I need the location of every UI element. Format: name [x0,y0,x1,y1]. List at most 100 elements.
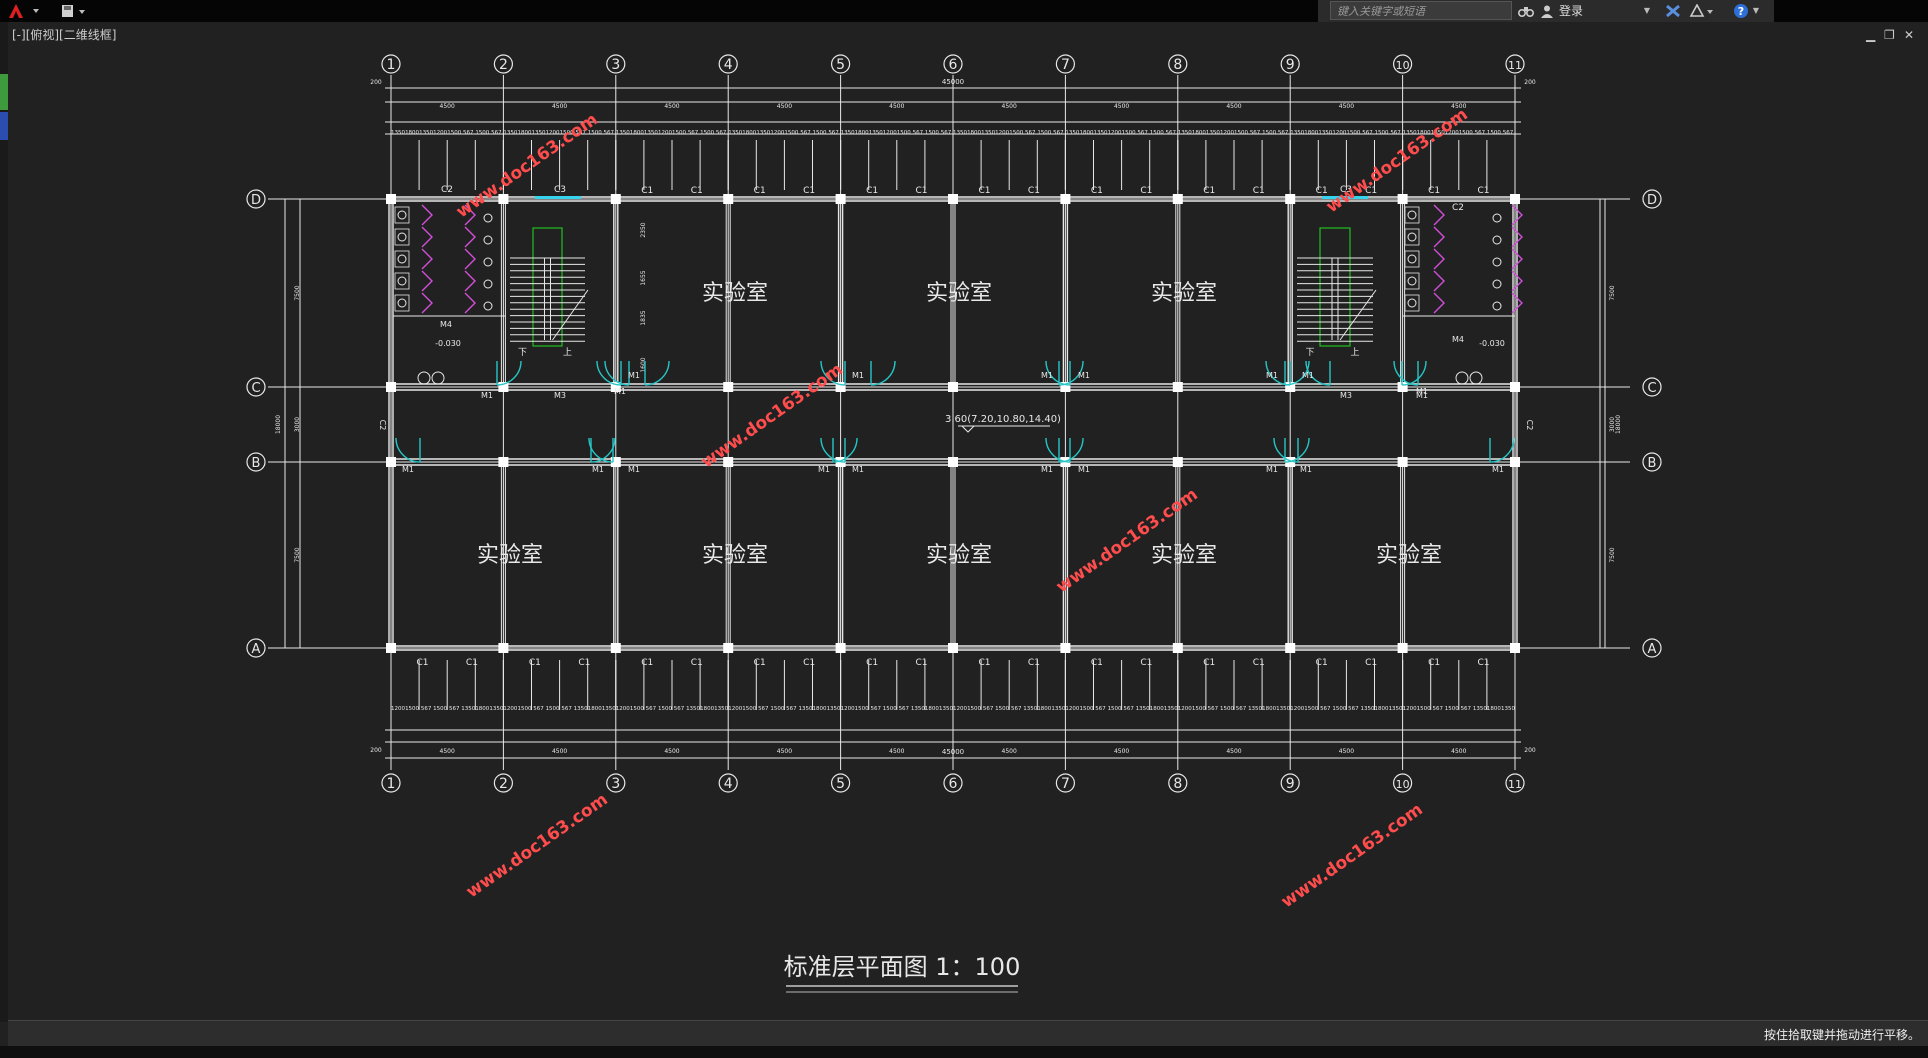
structural-column [1510,382,1520,392]
door-label: M3 [1340,391,1352,400]
toilet-fixture [1492,235,1502,245]
dimension-sub-top: 1800 [1417,130,1431,136]
app-menu-button[interactable] [4,2,46,19]
toilet-stall [394,294,410,312]
structural-column [1285,457,1296,467]
toilet-stall [394,250,410,268]
toilet-partition [1511,248,1523,270]
dimension-sub-top: 1500 [447,130,461,136]
dimension-bay-bottom: 4500 [1339,748,1354,755]
close-icon: ✕ [1904,28,1915,42]
toilet-stall [394,228,410,246]
minimize-button[interactable]: ▁ [1866,28,1875,42]
toilet-fixture [397,232,407,242]
door-label: M1 [1300,465,1312,474]
dimension-stair: 2350 [640,222,647,237]
axis-label: 2 [499,776,508,792]
structural-column [386,643,396,653]
viewport-controls-label[interactable]: [-][俯视][二维线框] [12,28,117,42]
dimension-sub-top: 567 [1166,130,1177,136]
dimension-sub-top: 567 [604,130,615,136]
toilet-fixture [1492,279,1502,289]
structural-column [1172,457,1183,467]
dimension-sub-bottom: 567 [1095,706,1106,712]
door-swing [496,360,522,386]
help-button[interactable]: ? ▼ [1728,2,1764,19]
a360-button[interactable] [1688,2,1716,19]
dimension-sub-top: 1800 [630,130,644,136]
dimension-sub-bottom: 567 [1236,706,1247,712]
watermark-text: www.doc163.com [1053,485,1202,598]
structural-column [1060,382,1071,392]
door-swing [644,360,670,386]
structural-column [498,457,509,467]
dimension-sub-bottom: 567 [533,706,544,712]
dimension-edge: 200 [1524,79,1536,86]
axis-label: 7 [1061,57,1070,73]
dimension-sub-bottom: 567 [1432,706,1443,712]
door-swing [604,360,630,386]
dimension-sub-top: 1500 [1375,130,1389,136]
door-label: M4 [1452,335,1464,344]
dimension-sub-top: 567 [1250,130,1261,136]
toilet-fixture [483,213,493,223]
title-bar: 键入关键字或短语 登录 ▼ ? ▼ [0,0,1928,22]
structural-column [386,194,396,204]
dimension-edge: 200 [370,79,382,86]
structural-column [835,382,846,392]
search-input[interactable]: 键入关键字或短语 [1330,1,1512,20]
axis-label: B [252,456,261,471]
dimension-bay-top: 4500 [889,103,904,110]
door-swing [1489,437,1515,463]
axis-bubble [1392,773,1413,793]
window-label: C1 [1028,186,1040,196]
exchange-button[interactable] [1662,2,1684,19]
dimension-edge: 200 [1524,747,1536,754]
toilet-partition [1511,204,1523,226]
dimension-sub-bottom: 1800 [475,706,489,712]
restore-button[interactable]: ❐ [1884,28,1895,42]
toilet-partition [421,270,433,292]
toilet-fixture [483,301,493,311]
window-label: C3 [1340,185,1352,195]
dimension-bay-top: 4500 [1226,103,1241,110]
stair-arrow [552,289,589,341]
dimension-sub-top: 567 [575,130,586,136]
dimension-sub-top: 1350 [503,130,517,136]
axis-label: A [252,642,261,657]
restore-icon: ❐ [1884,28,1895,42]
door-label: M1 [592,465,604,474]
toilet-partition [421,226,433,248]
dimension-bay-bottom: 4500 [777,748,792,755]
dimension-sub-bottom: 1200 [391,706,405,712]
search-binoculars-button[interactable] [1516,2,1536,19]
login-button[interactable]: 登录 ▼ [1540,2,1652,19]
window-label: C1 [691,186,703,196]
structural-column [386,457,396,467]
help-label: ? [1738,5,1744,18]
structural-column [1285,382,1296,392]
structural-column [610,194,621,204]
dimension-sub-bottom: 1800 [1262,706,1276,712]
dimension-sub-bottom: 1500 [1079,706,1093,712]
axis-label: 6 [949,57,958,73]
toilet-stall [1404,272,1420,290]
window-label: C1 [866,658,878,668]
dimension-sub-bottom: 1350 [714,706,728,712]
dimension-sub-bottom: 1350 [574,706,588,712]
door-swing [1393,360,1419,386]
window-label: C1 [1428,186,1440,196]
save-button[interactable] [56,2,92,19]
dimension-sub-bottom: 1500 [630,706,644,712]
close-button[interactable]: ✕ [1904,28,1914,42]
dimension-sub-top: 1200 [995,130,1009,136]
axis-label: B [1648,456,1657,471]
structural-column [948,194,958,204]
axis-label: 10 [1396,778,1410,791]
window-label: C2 [378,420,387,431]
dimension-sub-bottom: 1800 [1487,706,1501,712]
axis-bubble [1055,773,1076,793]
door-swing [596,360,622,386]
dimension-sub-bottom: 1350 [1501,706,1515,712]
